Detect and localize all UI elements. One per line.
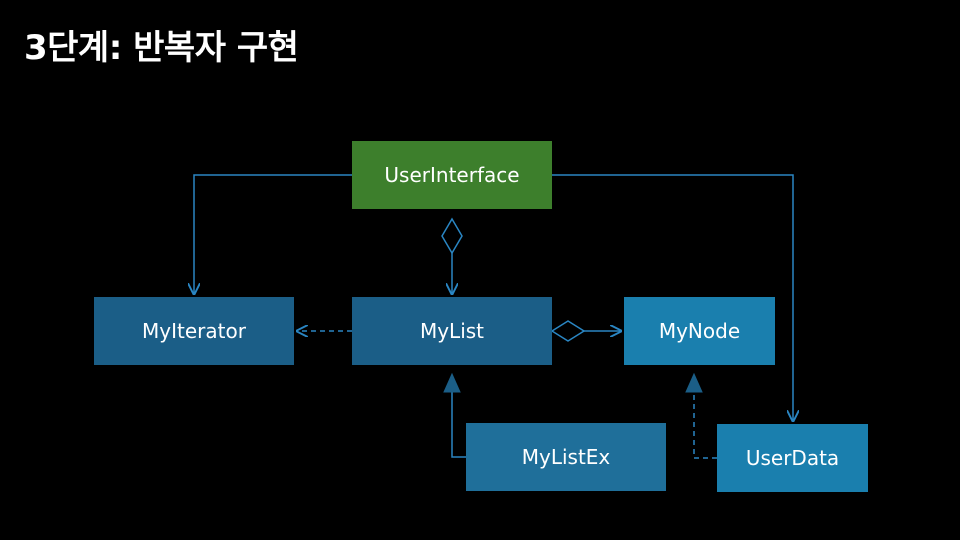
class-label-mylistex: MyListEx [522, 445, 611, 469]
edge-userinterface-to-userdata [552, 174, 793, 421]
edge-mylistex-to-mylist [451, 392, 466, 458]
class-box-mynode: MyNode [624, 297, 775, 365]
class-label-myiterator: MyIterator [142, 319, 247, 343]
class-label-mylist: MyList [420, 319, 484, 343]
aggregation-diamond-mylist [550, 320, 586, 342]
slide-title: 3단계: 반복자 구현 [24, 28, 299, 68]
class-box-mylist: MyList [352, 297, 552, 365]
class-label-mynode: MyNode [659, 319, 740, 343]
class-box-userdata: UserData [717, 424, 868, 492]
aggregation-diamond-userinterface [441, 217, 463, 255]
class-box-userinterface: UserInterface [352, 141, 552, 209]
edge-userdata-to-mynode [693, 392, 717, 459]
class-label-userdata: UserData [746, 446, 839, 470]
class-label-userinterface: UserInterface [384, 163, 519, 187]
edge-userinterface-to-myiterator [194, 174, 352, 294]
realization-arrowhead-mynode [685, 372, 703, 393]
class-box-mylistex: MyListEx [466, 423, 666, 491]
class-box-myiterator: MyIterator [94, 297, 294, 365]
generalization-arrowhead-mylist [443, 372, 461, 393]
